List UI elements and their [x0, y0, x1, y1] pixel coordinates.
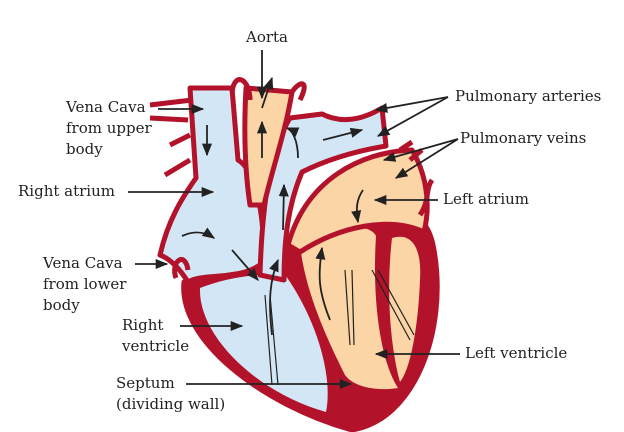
label-line: Vena Cava	[43, 254, 123, 272]
label-pulmonary-arteries: Pulmonary arteries	[455, 87, 602, 105]
label-line: (dividing wall)	[116, 395, 226, 413]
pointer-pulmonary-veins-2	[394, 138, 459, 179]
label-pulmonary-veins: Pulmonary veins	[460, 129, 587, 147]
label-line: Septum	[116, 374, 175, 392]
pulmonary-vein-stubs	[398, 139, 435, 217]
left-ventricle-outer-chamber	[389, 236, 421, 382]
heart	[149, 77, 440, 432]
label-vena-cava-lower: Vena Cava from lower body	[43, 253, 126, 316]
label-septum: Septum (dividing wall)	[116, 373, 225, 415]
pointer-pulmonary-arteries-1	[374, 96, 449, 113]
label-line: body	[66, 140, 103, 158]
label-left-ventricle: Left ventricle	[465, 344, 568, 362]
label-aorta: Aorta	[246, 28, 289, 46]
label-line: Right	[122, 316, 164, 334]
upper-vessel-branches	[149, 97, 193, 178]
left-ventricle	[300, 227, 398, 390]
flow-arrows	[181, 76, 364, 336]
label-line: from upper	[66, 119, 152, 137]
right-ventricle	[199, 274, 328, 412]
label-line: body	[43, 296, 80, 314]
aorta	[242, 85, 295, 208]
chordae	[264, 269, 415, 386]
label-line: ventricle	[122, 337, 190, 355]
label-pointers	[128, 50, 460, 390]
label-line: Vena Cava	[66, 98, 146, 116]
label-right-ventricle: Right ventricle	[122, 315, 189, 357]
label-left-atrium: Left atrium	[443, 190, 530, 208]
aortic-arch	[229, 77, 307, 102]
label-line: from lower	[43, 275, 127, 293]
label-vena-cava-upper: Vena Cava from upper body	[66, 97, 152, 160]
label-right-atrium: Right atrium	[18, 182, 115, 200]
lower-vena-cava	[172, 257, 191, 279]
pointer-pulmonary-arteries-2	[376, 96, 449, 137]
pointer-pulmonary-veins-1	[382, 138, 459, 162]
